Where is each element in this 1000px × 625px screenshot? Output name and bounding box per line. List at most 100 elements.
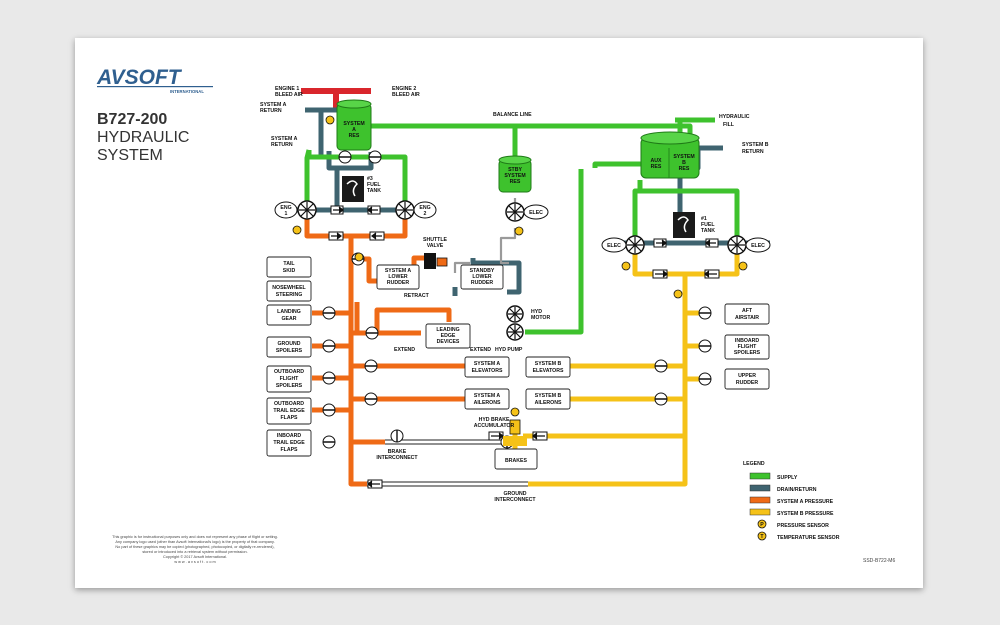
svg-text:GROUND: GROUND xyxy=(503,491,526,497)
svg-text:LOWER: LOWER xyxy=(472,274,492,280)
shutoff-valves xyxy=(322,150,712,449)
svg-text:FLAPS: FLAPS xyxy=(280,415,298,421)
svg-text:SYSTEM A PRESSURE: SYSTEM A PRESSURE xyxy=(777,499,834,505)
elec-label-right: ELEC xyxy=(745,237,771,253)
system-a-reservoir: SYSTEM A RES xyxy=(336,99,372,151)
svg-text:1: 1 xyxy=(285,211,288,217)
standby-reservoir: STBY SYSTEM RES xyxy=(498,155,532,193)
svg-text:2: 2 xyxy=(424,211,427,217)
svg-text:SYSTEM A: SYSTEM A xyxy=(385,268,412,274)
svg-text:RETRACT: RETRACT xyxy=(404,293,430,299)
elec-label-standby: ELEC xyxy=(523,204,549,220)
svg-text:A: A xyxy=(352,127,356,133)
svg-text:TAIL: TAIL xyxy=(283,261,295,267)
svg-text:STEERING: STEERING xyxy=(276,292,303,298)
eng2-label: ENG 2 xyxy=(413,201,437,219)
svg-text:SYSTEM B: SYSTEM B xyxy=(535,393,562,399)
svg-text:DEVICES: DEVICES xyxy=(437,339,460,345)
svg-text:ELEVATORS: ELEVATORS xyxy=(472,368,503,374)
svg-text:FUEL: FUEL xyxy=(701,222,715,228)
svg-text:B727-200: B727-200 xyxy=(97,111,167,128)
svg-text:BLEED AIR: BLEED AIR xyxy=(275,92,303,98)
pump-eng1 xyxy=(297,200,317,220)
legend-temperature-sensor: T TEMPERATURE SENSOR xyxy=(757,531,840,541)
pump-sysb-elec-right xyxy=(727,235,747,255)
svg-text:INBOARD: INBOARD xyxy=(735,338,759,344)
svg-text:SKID: SKID xyxy=(283,268,296,274)
svg-text:EDGE: EDGE xyxy=(441,333,456,339)
svg-text:LANDING: LANDING xyxy=(277,309,301,315)
svg-text:Any company logo used (other t: Any company logo used (other than Avsoft… xyxy=(115,540,274,544)
svg-text:TANK: TANK xyxy=(701,228,715,234)
svg-text:RUDDER: RUDDER xyxy=(387,280,409,286)
svg-text:SYSTEM B: SYSTEM B xyxy=(535,361,562,367)
svg-text:EXTEND: EXTEND xyxy=(470,347,491,353)
svg-text:ENGINE 2: ENGINE 2 xyxy=(392,86,416,92)
svg-text:RETURN: RETURN xyxy=(271,142,293,148)
pump-standby-elec xyxy=(505,202,525,222)
svg-text:DRAIN/RETURN: DRAIN/RETURN xyxy=(777,487,817,493)
svg-text:SYSTEM: SYSTEM xyxy=(97,147,163,164)
svg-text:RUDDER: RUDDER xyxy=(471,280,493,286)
poster-page: .lbl { font-size:5.2px; font-weight:bold… xyxy=(75,38,923,588)
svg-text:GROUND: GROUND xyxy=(277,341,300,347)
svg-text:AUX: AUX xyxy=(651,158,662,164)
svg-text:NOSEWHEEL: NOSEWHEEL xyxy=(272,285,306,291)
svg-text:stored or introduced into a re: stored or introduced into a retrieval sy… xyxy=(142,550,247,554)
svg-text:SYSTEM: SYSTEM xyxy=(343,121,364,127)
doc-id: SSD-B722-M6 xyxy=(863,558,895,564)
svg-text:Copyright © 2017 Avsoft Intern: Copyright © 2017 Avsoft International. xyxy=(163,555,227,559)
svg-text:SYSTEM A: SYSTEM A xyxy=(474,361,501,367)
svg-text:EXTEND: EXTEND xyxy=(394,347,415,353)
elec-label-left: ELEC xyxy=(601,237,627,253)
brakes-box: BRAKES xyxy=(494,448,538,470)
svg-text:P: P xyxy=(760,522,764,528)
svg-text:ENG: ENG xyxy=(419,205,430,211)
svg-text:LEGEND: LEGEND xyxy=(743,461,765,467)
svg-text:HYD: HYD xyxy=(531,309,542,315)
svg-text:RETURN: RETURN xyxy=(260,108,282,114)
svg-text:RETURN: RETURN xyxy=(742,149,764,155)
svg-text:SYSTEM A: SYSTEM A xyxy=(474,393,501,399)
hydraulic-schematic: .lbl { font-size:5.2px; font-weight:bold… xyxy=(96,66,895,564)
shuttle-valve: SHUTTLE VALVE xyxy=(423,237,447,269)
svg-text:HYD BRAKE: HYD BRAKE xyxy=(479,417,510,423)
svg-text:AVSOFT: AVSOFT xyxy=(96,66,183,89)
svg-text:SHUTTLE: SHUTTLE xyxy=(423,237,447,243)
svg-text:OUTBOARD: OUTBOARD xyxy=(274,401,304,407)
avsoft-logo: AVSOFT INTERNATIONAL xyxy=(96,66,213,94)
eng1-label: ENG 1 xyxy=(274,201,298,219)
svg-text:OUTBOARD: OUTBOARD xyxy=(274,369,304,375)
svg-text:LOWER: LOWER xyxy=(388,274,408,280)
svg-text:SYSTEM B: SYSTEM B xyxy=(742,142,769,148)
svg-text:#1: #1 xyxy=(701,216,707,222)
legend-item-sys-a: SYSTEM A PRESSURE xyxy=(749,496,834,505)
legend: LEGEND SUPPLY DRAIN/RETURN SYSTEM A PRES… xyxy=(743,461,840,541)
svg-text:SYSTEM: SYSTEM xyxy=(504,173,525,179)
svg-text:RES: RES xyxy=(679,166,690,172)
svg-text:ELEC: ELEC xyxy=(751,243,765,249)
pump-sysb-elec-left xyxy=(625,235,645,255)
interconnect-lines xyxy=(367,439,528,487)
pressure-sensor-icon xyxy=(292,115,748,417)
legend-item-sys-b: SYSTEM B PRESSURE xyxy=(749,508,834,517)
svg-text:MOTOR: MOTOR xyxy=(531,315,550,321)
pump-eng2 xyxy=(395,200,415,220)
svg-text:RES: RES xyxy=(510,179,521,185)
svg-text:SPOILERS: SPOILERS xyxy=(734,350,761,356)
svg-text:PRESSURE SENSOR: PRESSURE SENSOR xyxy=(777,523,829,529)
svg-text:SYSTEM A: SYSTEM A xyxy=(260,102,287,108)
svg-text:FLIGHT: FLIGHT xyxy=(280,376,300,382)
